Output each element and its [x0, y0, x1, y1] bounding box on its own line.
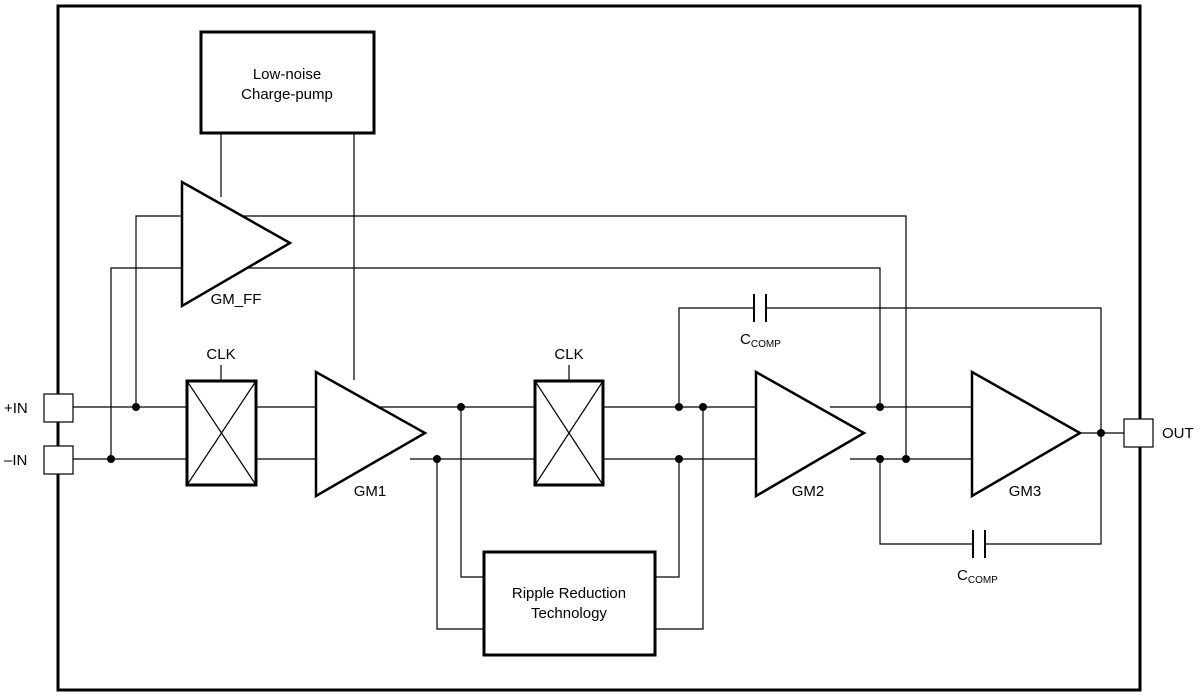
junction-dot [699, 403, 707, 411]
clk-switch-2: CLK [533, 346, 605, 487]
clk-label-1: CLK [206, 346, 235, 363]
ccomp-label-bottom: CCOMP [957, 567, 998, 586]
gm-ff-label: GM_FF [211, 291, 262, 308]
ripple-reduction-label-line2: Technology [531, 605, 607, 622]
clk-switch-1: CLK [185, 346, 258, 487]
gm3-label: GM3 [1009, 483, 1042, 500]
junction-dot [876, 455, 884, 463]
clk-label-2: CLK [554, 346, 583, 363]
pin-in-minus: –IN [4, 445, 74, 475]
gm1-label: GM1 [354, 483, 387, 500]
junction-dot [107, 455, 115, 463]
pin-in-plus-label: +IN [4, 400, 28, 417]
chip-outline [56, 4, 1142, 692]
amp-gm1: GM1 [314, 369, 428, 500]
charge-pump-label-line2: Charge-pump [241, 86, 333, 103]
junction-dot [433, 455, 441, 463]
junction-dot [675, 455, 683, 463]
ripple-reduction-label-line1: Ripple Reduction [512, 585, 626, 602]
charge-pump-label-line1: Low-noise [253, 66, 321, 83]
amp-gm3: GM3 [970, 369, 1083, 500]
amp-gm-ff: GM_FF [180, 179, 293, 309]
junction-dot [902, 455, 910, 463]
ripple-reduction-block: Ripple Reduction Technology [482, 550, 657, 657]
pin-in-minus-label: –IN [4, 452, 27, 469]
junction-dot [876, 403, 884, 411]
junction-dot [457, 403, 465, 411]
pin-out-label: OUT [1162, 425, 1194, 442]
gm2-label: GM2 [792, 483, 825, 500]
junction-dot [132, 403, 140, 411]
charge-pump-block: Low-noise Charge-pump [199, 30, 376, 135]
junction-dots [107, 403, 1105, 463]
junction-dot [675, 403, 683, 411]
amp-gm2: GM2 [754, 369, 867, 500]
pin-out: OUT [1123, 418, 1194, 448]
junction-dot [1097, 429, 1105, 437]
capacitor-top [753, 294, 767, 322]
pin-in-plus: +IN [4, 393, 74, 423]
capacitor-bottom [972, 530, 986, 558]
ccomp-label-top: CCOMP [740, 331, 781, 350]
